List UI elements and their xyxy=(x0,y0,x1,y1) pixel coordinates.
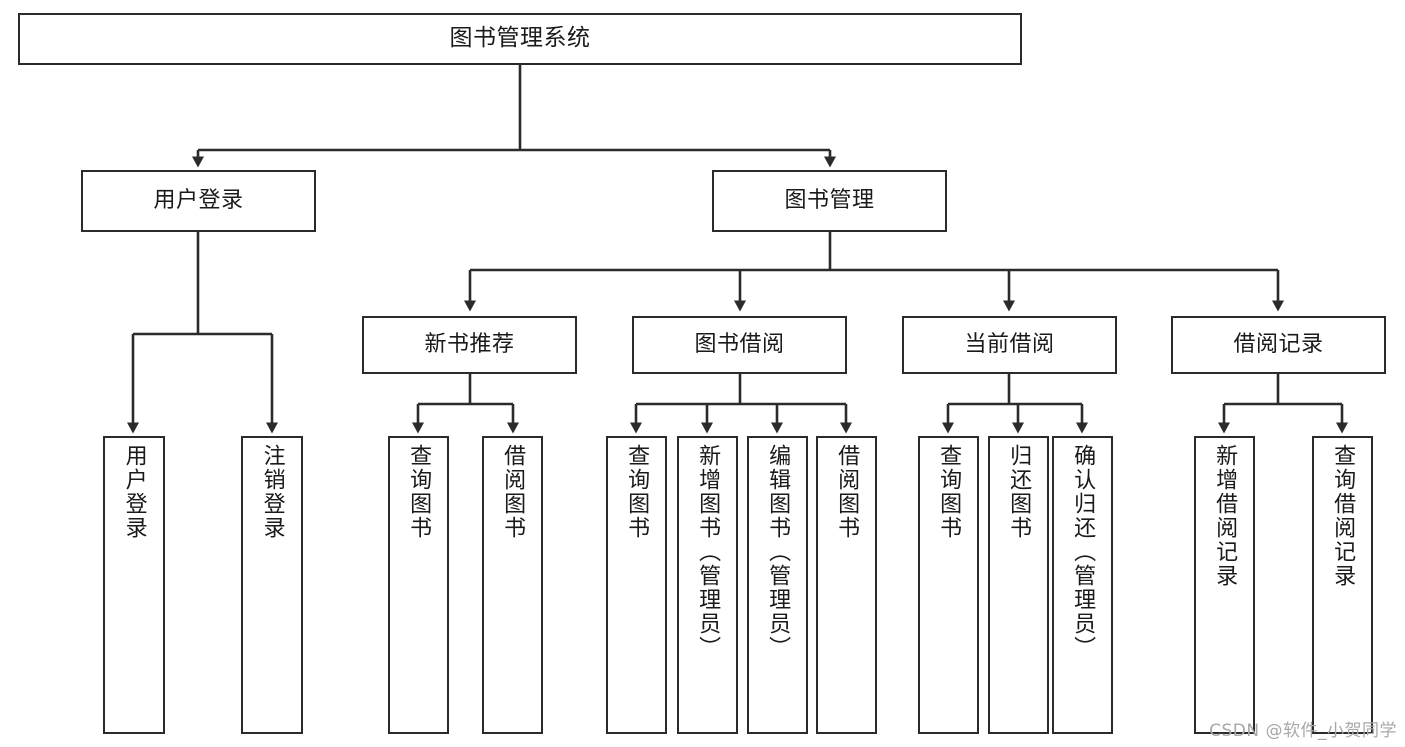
leaf-query-book-current[interactable]: 查询图书 xyxy=(918,436,979,734)
node-label: 新书推荐 xyxy=(424,332,515,358)
watermark-text: CSDN @软件_小贺同学 xyxy=(1209,721,1397,741)
node-label: 编辑图书（管理员） xyxy=(765,444,791,660)
node-new-book-recommend[interactable]: 新书推荐 xyxy=(362,316,577,374)
leaf-return-book[interactable]: 归还图书 xyxy=(988,436,1049,734)
node-label: 查询借阅记录 xyxy=(1330,444,1356,588)
node-label: 借阅图书 xyxy=(500,444,526,540)
node-root-system[interactable]: 图书管理系统 xyxy=(18,13,1022,65)
node-user-login[interactable]: 用户登录 xyxy=(81,170,316,232)
node-label: 借阅记录 xyxy=(1233,332,1324,358)
leaf-add-book-admin[interactable]: 新增图书（管理员） xyxy=(677,436,738,734)
node-label: 查询图书 xyxy=(406,444,432,540)
node-label: 图书管理 xyxy=(784,188,875,214)
node-label: 借阅图书 xyxy=(834,444,860,540)
node-label: 查询图书 xyxy=(624,444,650,540)
leaf-borrow-book-recommend[interactable]: 借阅图书 xyxy=(482,436,543,734)
node-label: 新增借阅记录 xyxy=(1212,444,1238,588)
node-label: 确认归还（管理员） xyxy=(1070,444,1096,660)
leaf-add-borrow-record[interactable]: 新增借阅记录 xyxy=(1194,436,1255,734)
node-book-borrow[interactable]: 图书借阅 xyxy=(632,316,847,374)
leaf-query-book-recommend[interactable]: 查询图书 xyxy=(388,436,449,734)
leaf-borrow-book[interactable]: 借阅图书 xyxy=(816,436,877,734)
leaf-query-book-borrow[interactable]: 查询图书 xyxy=(606,436,667,734)
node-label: 注销登录 xyxy=(259,444,285,540)
node-label: 图书管理系统 xyxy=(449,25,591,52)
leaf-query-borrow-record[interactable]: 查询借阅记录 xyxy=(1312,436,1373,734)
node-label: 查询图书 xyxy=(936,444,962,540)
node-label: 用户登录 xyxy=(153,188,244,214)
node-borrow-record[interactable]: 借阅记录 xyxy=(1171,316,1386,374)
leaf-logout-login[interactable]: 注销登录 xyxy=(241,436,303,734)
node-label: 用户登录 xyxy=(121,444,147,540)
leaf-user-login[interactable]: 用户登录 xyxy=(103,436,165,734)
node-label: 归还图书 xyxy=(1006,444,1032,540)
node-label: 新增图书（管理员） xyxy=(695,444,721,660)
node-book-management[interactable]: 图书管理 xyxy=(712,170,947,232)
node-label: 图书借阅 xyxy=(694,332,785,358)
node-current-borrow[interactable]: 当前借阅 xyxy=(902,316,1117,374)
leaf-edit-book-admin[interactable]: 编辑图书（管理员） xyxy=(747,436,808,734)
node-label: 当前借阅 xyxy=(964,332,1055,358)
leaf-confirm-return-admin[interactable]: 确认归还（管理员） xyxy=(1052,436,1113,734)
